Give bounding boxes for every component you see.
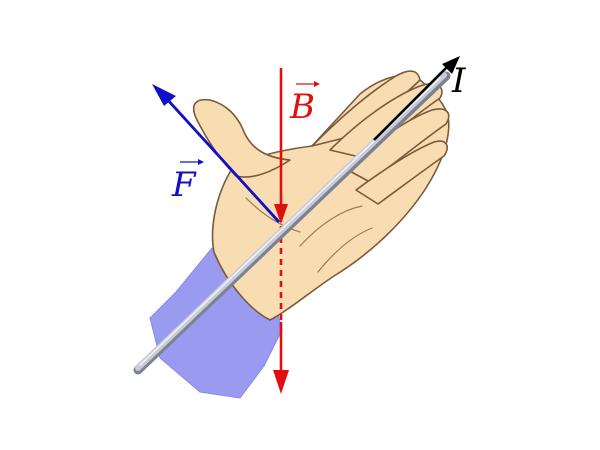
- hand: [192, 70, 450, 321]
- field-label: B: [289, 81, 320, 127]
- force-vector-bar-tip: [198, 159, 204, 165]
- force-arrow-shaft: [164, 97, 281, 223]
- field-arrowhead-middle: [274, 204, 288, 224]
- svg-text:I: I: [451, 61, 466, 101]
- force-arrowhead: [152, 84, 176, 106]
- field-vector-bar-tip: [314, 81, 320, 87]
- current-arrowhead: [442, 56, 460, 74]
- svg-text:B: B: [289, 87, 315, 127]
- current-arrow-shaft: [373, 65, 449, 141]
- force-label: F: [171, 159, 204, 205]
- field-arrowhead-bottom: [273, 370, 289, 394]
- current-label: I: [451, 61, 466, 101]
- palm-creases: [245, 197, 373, 273]
- svg-text:F: F: [171, 165, 197, 205]
